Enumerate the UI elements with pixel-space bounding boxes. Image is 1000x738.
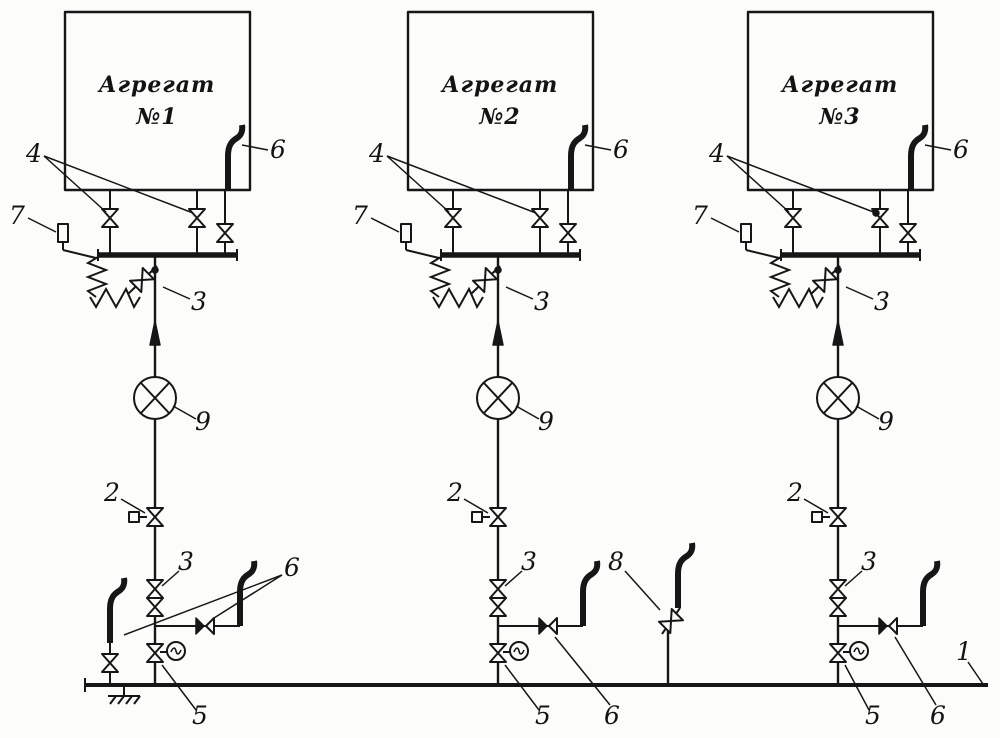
electric-actuator-icon (509, 641, 529, 661)
shutoff-valve-icon (829, 597, 847, 617)
vent-flag-icon (583, 561, 597, 626)
check-valve-icon (195, 617, 215, 635)
callout-8: 8 (608, 547, 624, 576)
unit-title-line1: Агрегат (440, 72, 559, 98)
vent-riser-8: 8 (608, 543, 692, 685)
control-valve-icon (146, 507, 164, 527)
flow-arrow-icon (149, 320, 161, 346)
callout-3: 3 (191, 287, 207, 316)
unit-2-callout-leaders (370, 144, 612, 711)
callout-5: 5 (192, 701, 208, 730)
compensator-spring-icon (430, 256, 450, 298)
callout-6: 6 (613, 135, 629, 164)
vent-flag-icon (110, 578, 124, 643)
vent-flag-icon (923, 561, 937, 626)
unit-3: Агрегат №3 4 6 7 3 9 2 3 5 6 1 (692, 10, 984, 730)
branch-valve-icon (101, 653, 119, 673)
vent-flag-icon (678, 543, 692, 608)
shutoff-valve-icon (489, 579, 507, 599)
unit-3-box (746, 10, 935, 192)
unit-valve-icon (444, 208, 462, 228)
shutoff-valve-icon (489, 597, 507, 617)
callout-5: 5 (535, 701, 551, 730)
unit-title-line2: №2 (478, 104, 520, 130)
unit-1: Агрегат №1 4 6 7 3 9 2 3 5 6 (9, 10, 300, 730)
junction-dot (151, 266, 159, 274)
shutoff-valve-icon (146, 597, 164, 617)
callout-6: 6 (930, 701, 946, 730)
callout-3: 3 (534, 287, 550, 316)
flow-meter-icon (133, 376, 177, 420)
callout-2: 2 (786, 478, 803, 507)
callout-3: 3 (178, 547, 194, 576)
gauge-flag-icon (57, 223, 69, 251)
callout-6: 6 (270, 135, 286, 164)
electric-actuator-icon (849, 641, 869, 661)
callout-6: 6 (953, 135, 969, 164)
compensator-spring-icon (770, 256, 790, 298)
valve-actuator-square-icon (128, 511, 140, 523)
unit-title-line2: №1 (135, 104, 177, 130)
callout-9: 9 (195, 407, 211, 436)
callout-2: 2 (103, 478, 120, 507)
check-valve-icon (538, 617, 558, 635)
compensator-spring-icon (87, 256, 107, 298)
callout-1: 1 (956, 637, 972, 666)
unit-valve-icon (899, 223, 917, 243)
unit-2: Агрегат №2 4 6 7 3 9 2 3 5 6 (352, 10, 629, 730)
flow-meter-icon (476, 376, 520, 420)
callout-7: 7 (9, 201, 25, 230)
unit-1-callout-leaders (27, 144, 283, 711)
unit-valve-icon (559, 223, 577, 243)
junction-dot (834, 266, 842, 274)
compensator-spring-icon (432, 288, 484, 308)
unit-2-box (406, 10, 595, 192)
gauge-flag-icon (740, 223, 752, 251)
valve-actuator-square-icon (471, 511, 483, 523)
flow-meter-icon (816, 376, 860, 420)
flow-arrow-icon (492, 320, 504, 346)
callout-2: 2 (446, 478, 463, 507)
angle-valve-icon (657, 607, 685, 635)
callout-3: 3 (861, 547, 877, 576)
callout-9: 9 (538, 407, 554, 436)
callout-6: 6 (284, 553, 300, 582)
ground-anchor-icon (107, 686, 141, 705)
control-valve-icon (829, 507, 847, 527)
shutoff-valve-icon (146, 579, 164, 599)
unit-title-line1: Агрегат (97, 72, 216, 98)
callout-4: 4 (708, 139, 725, 168)
callout-7: 7 (352, 201, 368, 230)
flow-arrow-icon (832, 320, 844, 346)
shutoff-valve-icon (829, 579, 847, 599)
callout-7: 7 (692, 201, 708, 230)
unit-1-box (63, 10, 252, 192)
electric-actuator-icon (166, 641, 186, 661)
check-valve-icon (878, 617, 898, 635)
callout-6: 6 (604, 701, 620, 730)
callout-9: 9 (878, 407, 894, 436)
unit-title-line2: №3 (818, 104, 860, 130)
unit-valve-icon (101, 208, 119, 228)
callout-5: 5 (865, 701, 881, 730)
callout-4: 4 (25, 139, 42, 168)
junction-dot (494, 266, 502, 274)
callout-3: 3 (521, 547, 537, 576)
compensator-spring-icon (772, 288, 824, 308)
compensator-spring-icon (89, 288, 141, 308)
gauge-flag-icon (400, 223, 412, 251)
unit-3-callout-leaders (710, 144, 984, 711)
unit-valve-icon (784, 208, 802, 228)
unit-title-line1: Агрегат (780, 72, 899, 98)
control-valve-icon (489, 507, 507, 527)
callout-4: 4 (368, 139, 385, 168)
callout-3: 3 (874, 287, 890, 316)
valve-actuator-square-icon (811, 511, 823, 523)
unit-valve-icon (216, 223, 234, 243)
